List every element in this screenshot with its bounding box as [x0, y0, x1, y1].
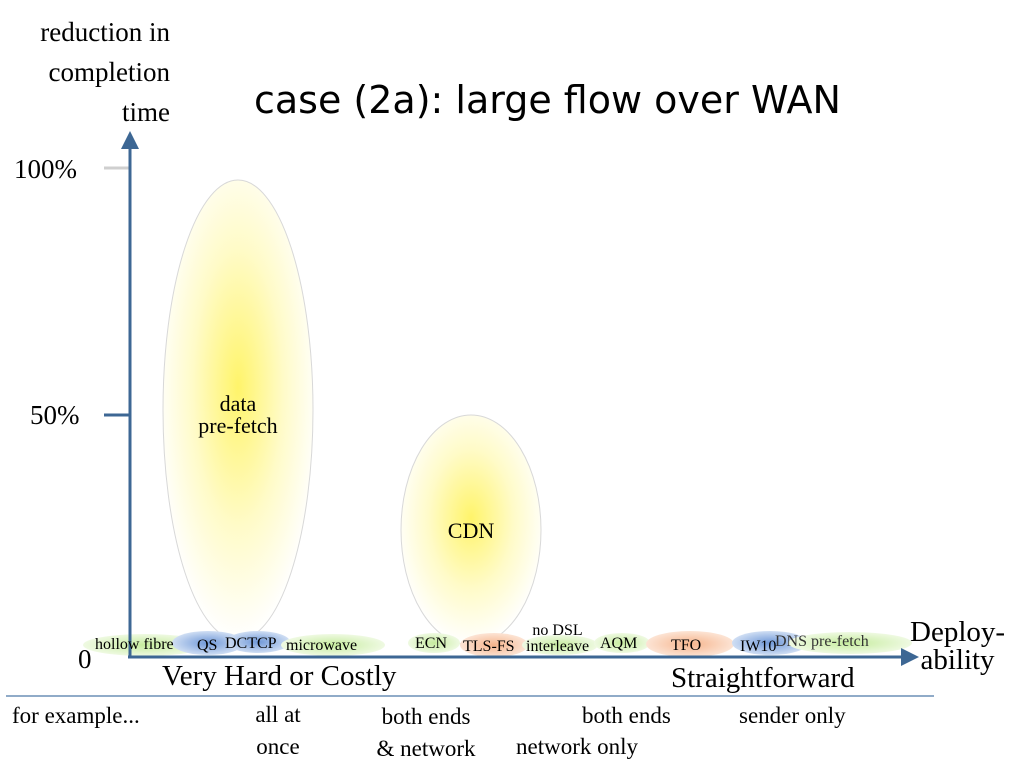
category-for-example: for example...: [12, 703, 140, 728]
category-sender-only: sender only: [739, 703, 846, 728]
y-tick-label-50: 50%: [30, 400, 80, 430]
aqm-label: AQM: [600, 635, 638, 652]
qs-label: QS: [197, 637, 218, 654]
qs-blob: [172, 631, 244, 655]
tfo-label: TFO: [671, 637, 702, 654]
category-both-ends-network: both ends & network: [376, 704, 476, 761]
category-all-at-once: all at once: [255, 702, 301, 759]
aqm-blob: [594, 633, 650, 653]
ecn-blob: [408, 633, 460, 653]
iw10-blob: [732, 631, 808, 655]
x-axis-right-end: Straightforward: [671, 662, 855, 694]
tls-fs-blob: [460, 633, 528, 657]
no-dsl-interleave-label: no DSL interleave: [526, 622, 590, 655]
y-tick-label-0: 0: [78, 644, 92, 674]
dns-prefetch-label: DNS pre-fetch: [775, 633, 869, 650]
no-dsl-interleave-blob: [522, 635, 598, 655]
dns-prefetch-blob: [788, 632, 912, 654]
slide-title: case (2a): large flow over WAN: [254, 78, 841, 122]
data-prefetch-label: data pre-fetch: [198, 391, 278, 438]
hollow-fibre-label: hollow fibre: [95, 636, 174, 653]
x-axis-left-end: Very Hard or Costly: [162, 660, 397, 692]
category-network-only: network only: [516, 734, 639, 759]
tfo-blob: [646, 631, 734, 657]
tls-fs-label: TLS-FS: [463, 638, 515, 655]
iw10-label: IW10: [740, 638, 777, 655]
category-both-ends: both ends: [582, 703, 671, 728]
y-axis-label: reduction in completion time: [40, 17, 170, 127]
dctcp-blob: [226, 631, 290, 653]
dctcp-label: DCTCP: [225, 635, 277, 652]
cdn-label: CDN: [447, 518, 495, 543]
microwave-blob: [281, 634, 385, 656]
ecn-label: ECN: [415, 635, 447, 652]
x-axis-label: Deploy- ability: [910, 616, 1006, 676]
microwave-label: microwave: [286, 637, 358, 654]
y-tick-label-100: 100%: [14, 154, 77, 184]
